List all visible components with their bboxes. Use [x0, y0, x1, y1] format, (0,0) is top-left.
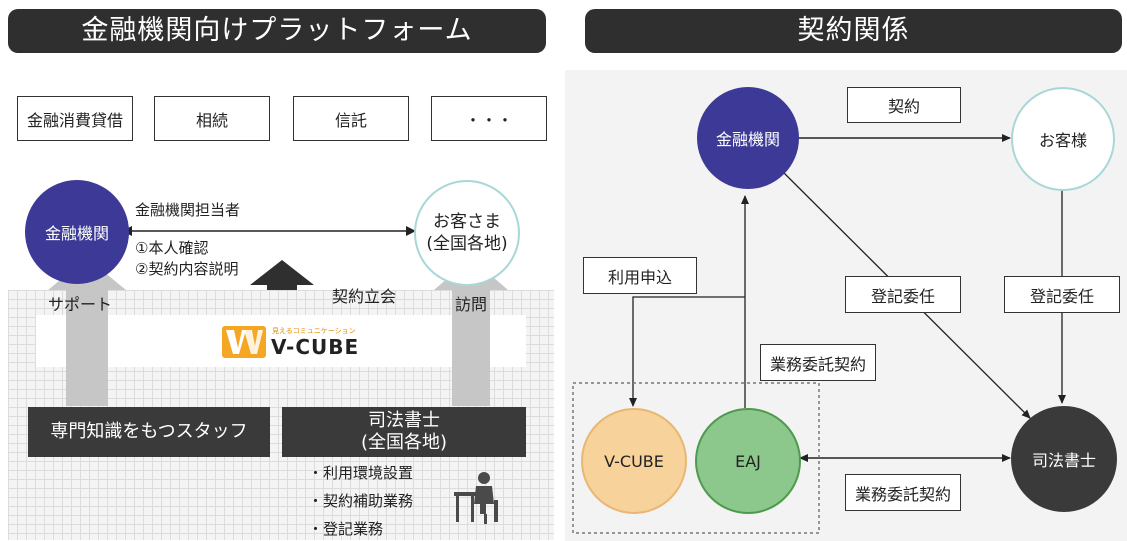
right-title: 契約関係 — [797, 15, 910, 46]
category-more: ・・・ — [431, 96, 547, 141]
category-label: ・・・ — [464, 110, 513, 130]
business-contract-label: 業務委託契約 — [854, 484, 951, 504]
customer-circle: お客さま (全国各地) — [414, 180, 520, 286]
contract-label: 契約 — [887, 97, 920, 116]
specialist-staff-bar: 専門知識をもつスタッフ — [28, 407, 270, 457]
vcube-node-label: V-CUBE — [604, 451, 664, 471]
registration-label-box-1: 登記委任 — [845, 276, 961, 313]
contract-label-box: 契約 — [847, 87, 961, 123]
bank-customer-arrowhead-right — [406, 226, 416, 236]
vcube-node: V-CUBE — [581, 408, 687, 514]
visit-arrow — [434, 258, 508, 406]
vcube-eaj-group-box — [572, 382, 820, 534]
category-inheritance: 相続 — [154, 96, 270, 141]
visit-label: 訪問 — [455, 295, 488, 314]
apply-line — [629, 296, 745, 407]
registration-label-box-2: 登記委任 — [1004, 276, 1120, 313]
bank-circle: 金融機関 — [25, 180, 129, 284]
duty-item: ・契約補助業務 — [308, 492, 414, 510]
category-trust: 信託 — [293, 96, 409, 141]
customer-node-label: お客様 — [1038, 131, 1087, 150]
scrivener-bar-sublabel: (全国各地) — [360, 432, 448, 453]
bank-node: 金融機関 — [697, 87, 799, 189]
registration-label: 登記委任 — [1029, 286, 1094, 306]
scrivener-bar-label: 司法書士 — [368, 410, 440, 431]
right-title-banner: 契約関係 — [585, 9, 1122, 53]
business-contract-label: 業務委託契約 — [769, 354, 866, 374]
vcube-logo-tagline: 見えるコミュニケーション — [272, 327, 356, 335]
business-contract-label-box-2: 業務委託契約 — [845, 474, 961, 511]
person-at-desk-icon — [454, 472, 498, 524]
duty-item: ・利用環境設置 — [308, 464, 414, 482]
staff-label: 金融機関担当者 — [135, 201, 241, 219]
vcube-logo: 見えるコミュニケーション V-CUBE — [222, 324, 372, 360]
eaj-node: EAJ — [695, 408, 801, 514]
vcube-logo-mark — [222, 326, 266, 358]
left-title: 金融機関向けプラットフォーム — [81, 15, 473, 46]
vcube-logo-text: V-CUBE — [271, 335, 360, 359]
task-contract-explanation: ②契約内容説明 — [135, 260, 239, 278]
category-consumer-loan: 金融消費貸借 — [17, 96, 133, 141]
scrivener-bar: 司法書士 (全国各地) — [282, 407, 526, 457]
apply-label-box: 利用申込 — [583, 257, 697, 294]
left-title-banner: 金融機関向けプラットフォーム — [8, 9, 546, 53]
customer-circle-sublabel: (全国各地) — [426, 234, 508, 254]
apply-label: 利用申込 — [607, 267, 672, 287]
bank-node-label: 金融機関 — [715, 130, 780, 149]
eaj-node-label: EAJ — [735, 451, 761, 471]
specialist-staff-label: 専門知識をもつスタッフ — [50, 421, 248, 442]
bank-circle-label: 金融機関 — [44, 224, 109, 243]
registration-label: 登記委任 — [870, 286, 935, 306]
category-label: 金融消費貸借 — [26, 110, 123, 130]
customer-circle-label: お客さま — [433, 212, 501, 232]
witness-arrow — [250, 260, 314, 290]
customer-node: お客様 — [1011, 87, 1115, 191]
scrivener-node-label: 司法書士 — [1031, 451, 1096, 470]
support-arrow — [48, 258, 126, 406]
support-label: サポート — [48, 295, 113, 314]
category-label: 相続 — [195, 110, 228, 130]
task-identity-check: ①本人確認 — [135, 239, 209, 257]
scrivener-node: 司法書士 — [1011, 406, 1117, 512]
vcube-band — [36, 315, 526, 367]
witness-label: 契約立会 — [332, 287, 397, 306]
duty-item: ・登記業務 — [308, 520, 384, 538]
left-diagram-arrows — [48, 226, 508, 406]
business-contract-label-box-1: 業務委託契約 — [760, 344, 876, 381]
category-label: 信託 — [334, 110, 367, 130]
